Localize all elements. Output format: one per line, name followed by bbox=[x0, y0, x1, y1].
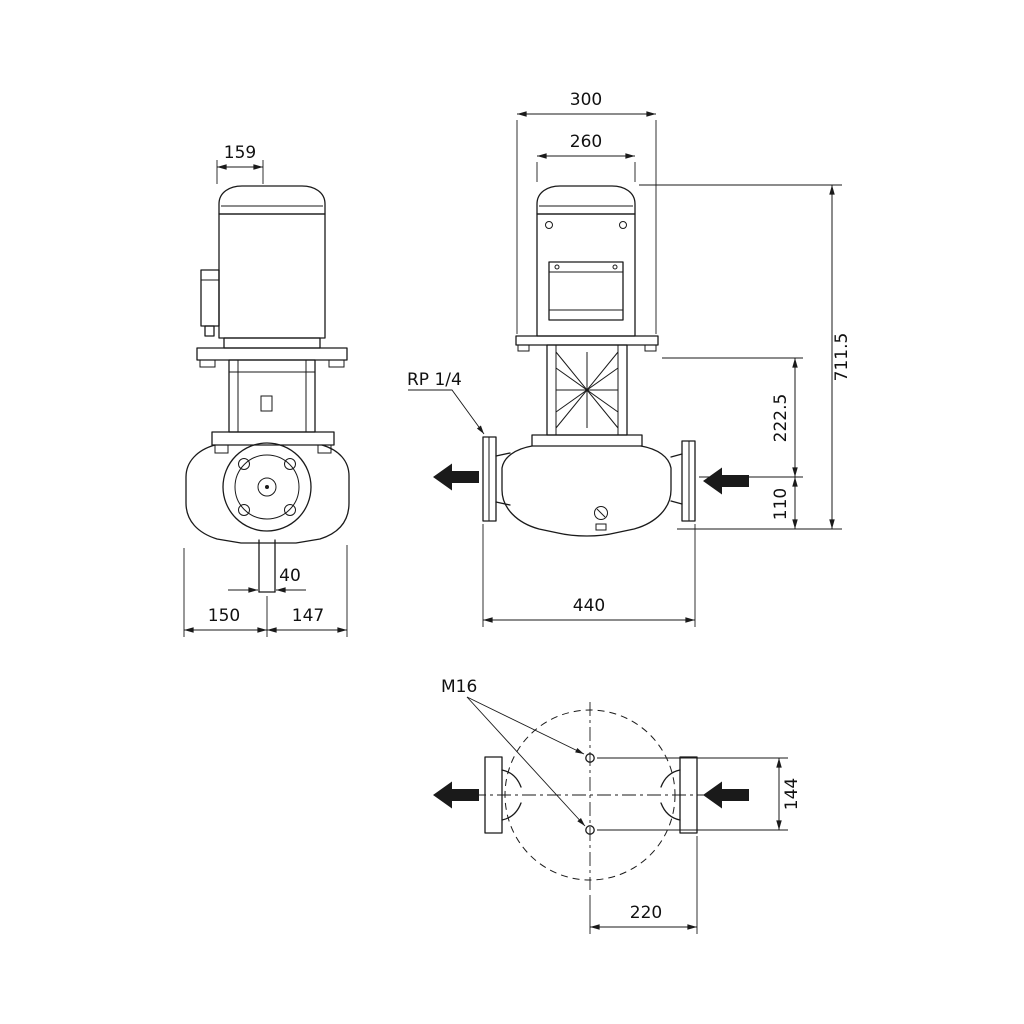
dim-side-base: 150 147 bbox=[183, 545, 348, 637]
dim-text-300: 300 bbox=[570, 90, 602, 110]
inlet-flow-arrow bbox=[703, 467, 749, 495]
front-inlet-neck-top bbox=[670, 453, 683, 458]
side-terminal-box bbox=[200, 269, 220, 327]
side-bolt-hole-3 bbox=[238, 504, 250, 516]
side-volute-body bbox=[185, 444, 350, 544]
front-drain-plug bbox=[594, 506, 608, 520]
dim-text-40: 40 bbox=[279, 566, 301, 586]
side-motor-stool-plate bbox=[196, 347, 348, 361]
side-center-boss bbox=[257, 477, 277, 497]
front-eyebolt-left bbox=[545, 221, 553, 229]
side-flange-bolt-left bbox=[214, 444, 229, 454]
dim-top-center-to-flange: 220 bbox=[589, 836, 698, 934]
dim-text-440: 440 bbox=[573, 596, 605, 616]
top-outlet-flow-arrow bbox=[433, 781, 479, 809]
dim-text-222-5: 222.5 bbox=[771, 394, 791, 443]
dim-side-port-bore: 40 bbox=[228, 566, 306, 593]
front-motor-fan-cover bbox=[536, 185, 636, 215]
front-stool-pad-right bbox=[644, 344, 657, 352]
side-pump-flange bbox=[211, 431, 335, 446]
front-volute-body bbox=[501, 445, 672, 537]
dim-text-159: 159 bbox=[224, 143, 256, 163]
side-motor-fan-cover bbox=[218, 185, 326, 215]
dim-text-110: 110 bbox=[771, 488, 791, 520]
dim-text-220: 220 bbox=[630, 903, 662, 923]
side-stool-pad-left bbox=[199, 359, 216, 368]
dim-text-144: 144 bbox=[782, 778, 802, 810]
leader-line bbox=[466, 696, 585, 755]
dim-text-711-5: 711.5 bbox=[832, 333, 852, 382]
front-view: RP 1/4 300 260 711.5 222.5 bbox=[407, 90, 852, 627]
front-inlet-neck-bottom bbox=[670, 500, 683, 505]
front-terminal-box bbox=[548, 261, 624, 321]
top-inlet-flow-arrow bbox=[703, 781, 749, 809]
dim-side-motor-width: 159 bbox=[216, 143, 264, 184]
front-drain-plug-slot bbox=[596, 508, 606, 518]
side-bolt-hole-1 bbox=[238, 458, 250, 470]
front-outlet-neck-bottom bbox=[495, 501, 511, 506]
side-raised-face bbox=[234, 454, 300, 520]
dim-front-total-height: 711.5 bbox=[639, 184, 852, 530]
side-cable-gland bbox=[204, 325, 215, 337]
label-text-rp14: RP 1/4 bbox=[407, 370, 462, 390]
dim-text-260: 260 bbox=[570, 132, 602, 152]
dim-text-150: 150 bbox=[208, 606, 240, 626]
dim-front-stool-width: 300 bbox=[516, 90, 657, 334]
side-view: 159 40 150 147 bbox=[183, 143, 350, 637]
side-coupling-window bbox=[260, 395, 273, 412]
side-suction-flange-face bbox=[222, 442, 312, 532]
dim-front-port-to-flange: 222.5 bbox=[662, 357, 803, 478]
top-inlet-flange bbox=[679, 756, 698, 834]
side-stool-pad-right bbox=[328, 359, 345, 368]
top-outlet-neck bbox=[501, 769, 522, 821]
dim-front-port-to-port: 440 bbox=[482, 524, 696, 627]
top-bolt-hole-bottom bbox=[585, 825, 595, 835]
side-center-point bbox=[265, 485, 269, 489]
front-lid-screw-left bbox=[554, 264, 560, 270]
side-bolt-hole-2 bbox=[284, 458, 296, 470]
top-outlet-flange bbox=[484, 756, 503, 834]
top-bolt-hole-top bbox=[585, 753, 595, 763]
front-pump-flange bbox=[531, 434, 643, 447]
side-motor-endshield bbox=[223, 337, 321, 349]
top-view: M16 144 220 bbox=[433, 677, 802, 934]
label-gauge-port: RP 1/4 bbox=[407, 370, 485, 435]
front-lid-screw-right bbox=[612, 264, 618, 270]
front-stool-pad-left bbox=[517, 344, 530, 352]
dim-front-port-height: 110 bbox=[771, 477, 798, 529]
outlet-flow-arrow bbox=[433, 463, 479, 491]
dim-top-bolt-spacing: 144 bbox=[597, 757, 802, 831]
side-bolt-hole-4 bbox=[284, 504, 296, 516]
leader-line bbox=[408, 389, 485, 435]
front-outlet-neck-top bbox=[495, 452, 511, 457]
front-coupling-guard-mesh bbox=[555, 351, 619, 429]
front-eyebolt-right bbox=[619, 221, 627, 229]
top-inlet-neck bbox=[660, 769, 681, 821]
dim-front-motor-width: 260 bbox=[536, 132, 636, 182]
front-motor-stool bbox=[515, 335, 659, 346]
front-motor-body bbox=[536, 213, 636, 337]
leader-line bbox=[466, 696, 586, 827]
side-motor-body bbox=[218, 213, 326, 339]
label-text-m16: M16 bbox=[441, 677, 477, 697]
front-drain-boss bbox=[595, 523, 607, 531]
dim-text-147: 147 bbox=[292, 606, 324, 626]
label-bolt-thread: M16 bbox=[441, 677, 586, 827]
